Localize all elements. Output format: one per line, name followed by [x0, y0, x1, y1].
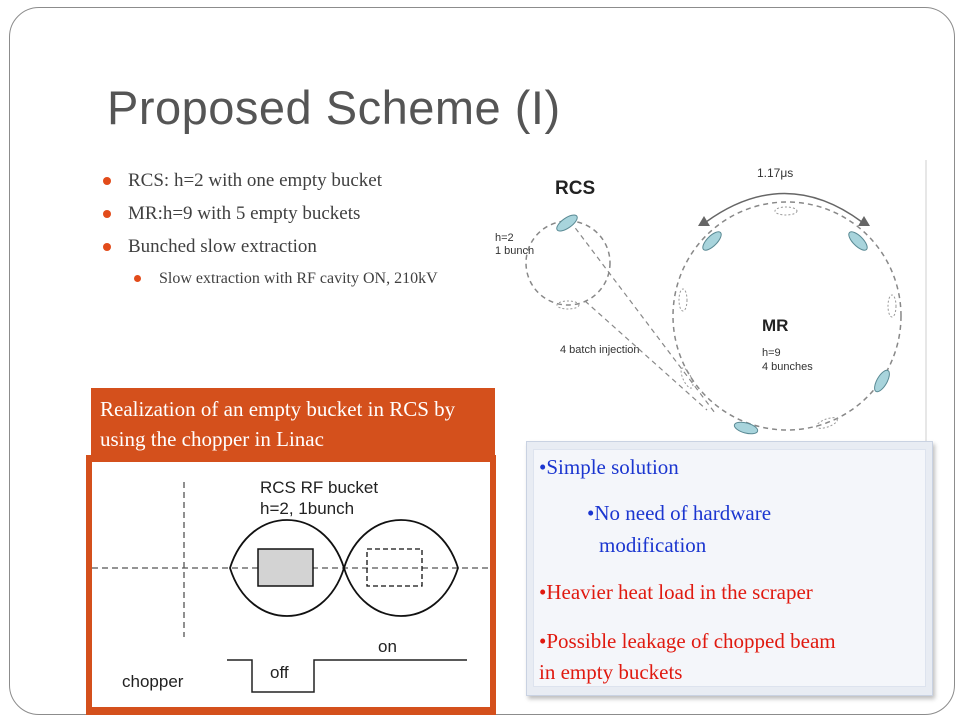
arrow-head: [698, 216, 710, 226]
bucket-title: RCS RF bucket: [260, 478, 378, 497]
sub-bullet-item: Slow extraction with RF cavity ON, 210kV: [134, 269, 483, 288]
notes-box: •Simple solution •No need of hardware mo…: [526, 441, 933, 696]
rcs-label: RCS: [555, 178, 595, 199]
rcs-bunch: [556, 214, 578, 232]
rcs-bunch-label: 1 bunch: [495, 245, 534, 257]
empty-bucket: [816, 417, 838, 429]
chopper-signal: [227, 659, 467, 693]
note-item-continuation: modification: [599, 533, 707, 557]
bullet-item: MR:h=9 with 5 empty buckets: [103, 203, 483, 224]
empty-bucket: [680, 367, 694, 389]
time-arrow: [705, 192, 863, 223]
note-item: •No need of hardware: [587, 501, 772, 525]
note-item: •Heavier heat load in the scraper: [539, 580, 813, 604]
empty-bucket: [556, 300, 580, 310]
transfer-line: [569, 220, 716, 414]
note-item: •Simple solution: [539, 455, 679, 479]
mr-label: MR: [762, 316, 788, 335]
mr-bunch: [848, 231, 868, 251]
chopper-label: chopper: [122, 672, 184, 691]
chopper-on-label: on: [378, 637, 397, 656]
bullet-item: RCS: h=2 with one empty bucket: [103, 170, 483, 191]
empty-bucket: [678, 288, 688, 312]
time-interval-label: 1.17μs: [757, 166, 793, 180]
rcs-mr-scheme-diagram: RCS h=2 1 bunch 1.17μs MR h=9 4 bunches …: [495, 160, 927, 455]
empty-bucket-region: [366, 548, 423, 587]
empty-bucket: [774, 206, 798, 216]
empty-bucket: [887, 294, 897, 318]
rf-bucket-figure: RCS RF bucket h=2, 1bunch on off chopper: [86, 455, 496, 715]
mr-bunch: [733, 421, 759, 435]
note-item-continuation: in empty buckets: [539, 660, 683, 684]
slide-title: Proposed Scheme (I): [107, 81, 561, 134]
bullet-list: RCS: h=2 with one empty bucket MR:h=9 wi…: [103, 170, 483, 288]
mr-harmonic-label: h=9: [762, 347, 781, 359]
arrow-head: [858, 216, 870, 226]
bullet-item: Bunched slow extraction: [103, 236, 483, 257]
chopper-off-label: off: [270, 663, 289, 682]
rcs-ring: [525, 220, 611, 306]
rcs-harmonic-label: h=2: [495, 232, 514, 244]
mr-ring: [672, 201, 902, 431]
callout-box: Realization of an empty bucket in RCS by…: [91, 388, 495, 462]
notes-inner: [533, 449, 926, 687]
note-item: •Possible leakage of chopped beam: [539, 629, 836, 653]
transfer-line: [584, 300, 708, 411]
bucket-subtitle: h=2, 1bunch: [260, 499, 354, 518]
rf-bucket-diagram: RCS RF bucket h=2, 1bunch on off chopper: [92, 478, 490, 693]
mr-bunch: [702, 231, 722, 251]
filled-bucket: [257, 548, 314, 587]
injection-label: 4 batch injection: [560, 344, 640, 356]
mr-bunches-label: 4 bunches: [762, 361, 813, 373]
rf-bucket-panel: RCS RF bucket h=2, 1bunch on off chopper: [92, 462, 490, 707]
mr-bunch: [874, 369, 890, 393]
separatrix: [229, 519, 459, 617]
